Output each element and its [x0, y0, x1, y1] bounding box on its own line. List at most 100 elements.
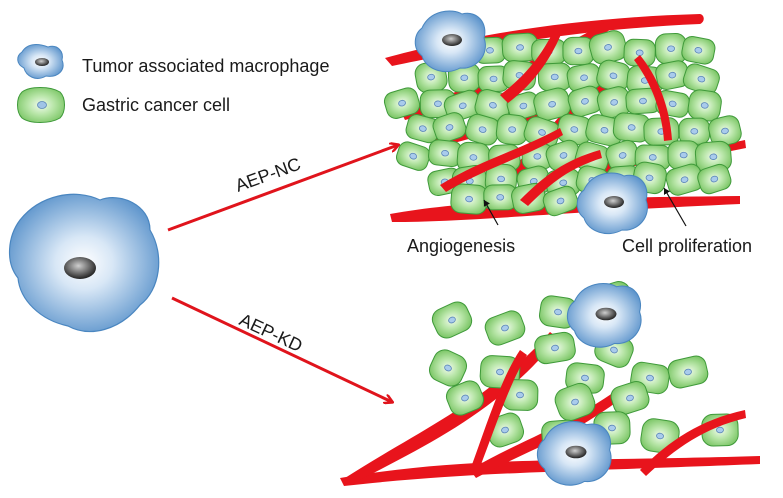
cancer-cell-nucleus: [533, 153, 542, 160]
cancer-cell-nucleus: [639, 97, 647, 105]
cancer-cell: [588, 30, 628, 65]
cancer-cell-nucleus: [581, 98, 589, 105]
cancer-cell-nucleus: [559, 179, 568, 186]
cancer-cell: [506, 91, 541, 121]
cancer-cell: [383, 87, 421, 119]
cancer-cell-nucleus: [610, 99, 618, 106]
cancer-cell: [610, 381, 650, 415]
cancer-cell: [432, 112, 467, 143]
cancer-cell: [431, 301, 473, 339]
cancer-cell: [708, 115, 742, 147]
legend-macrophage-icon: [17, 44, 64, 79]
upper-cancer-cell-cluster: [383, 30, 742, 217]
cancer-cell-nucleus: [434, 100, 442, 107]
cancer-cell-nucleus: [690, 128, 699, 135]
macrophage-nucleus: [604, 196, 624, 208]
tumor-macrophage: [414, 10, 486, 72]
cancer-cell-nucleus: [445, 124, 454, 131]
cancer-cell-nucleus: [496, 194, 505, 201]
legend-cancer-cell-icon: [17, 87, 65, 123]
legend-cancer-cell-label: Gastric cancer cell: [82, 95, 230, 115]
cancer-cell-nucleus: [444, 364, 452, 372]
cancer-cell-nucleus: [486, 47, 494, 54]
cancer-cell-nucleus: [469, 154, 478, 161]
cancer-cell-nucleus: [668, 100, 677, 108]
cancer-cell-nucleus: [680, 176, 689, 183]
cancer-cell: [556, 113, 593, 146]
cancer-cell: [623, 38, 656, 67]
arrow-aep-nc-label: AEP-NC: [233, 154, 304, 196]
cancer-cell: [428, 139, 463, 168]
cancer-cell-nucleus: [409, 152, 418, 160]
cancer-cell-nucleus: [554, 308, 562, 316]
cancer-cell: [534, 331, 576, 365]
cancer-cell-nucleus: [550, 73, 559, 81]
angiogenesis-label: Angiogenesis: [407, 236, 515, 256]
cancer-cell-nucleus: [559, 152, 568, 159]
cell-proliferation-pointer: [663, 187, 687, 227]
cell-proliferation-label: Cell proliferation: [622, 236, 752, 256]
cancer-cell-nucleus: [697, 75, 706, 83]
cancer-cell-nucleus: [667, 45, 675, 52]
cancer-cell-nucleus: [610, 346, 618, 354]
cancer-cell: [562, 36, 595, 66]
cancer-cell: [665, 163, 704, 196]
cancer-cell-nucleus: [496, 368, 504, 376]
cancer-cell-nucleus: [489, 101, 497, 109]
cancer-cell-nucleus: [448, 316, 456, 324]
cancer-cell-nucleus: [441, 150, 449, 157]
macrophage-nucleus: [565, 445, 587, 459]
cancer-cell-nucleus: [648, 154, 657, 161]
cancer-cell-nucleus: [497, 175, 506, 183]
cancer-cell-nucleus: [608, 424, 616, 432]
cancer-cell-nucleus: [519, 102, 528, 110]
cancer-cell-nucleus: [609, 72, 618, 80]
cancer-cell-nucleus: [538, 129, 546, 136]
cancer-cell-nucleus: [626, 394, 634, 402]
cancer-cell-nucleus: [551, 344, 559, 352]
cancer-cell: [567, 85, 603, 118]
cancer-cell-nucleus: [710, 175, 719, 183]
arrow-aep-kd: [171, 296, 392, 402]
cancer-cell: [667, 355, 709, 389]
cancer-cell: [428, 349, 468, 387]
cancer-cell: [405, 114, 441, 144]
cancer-cell-nucleus: [501, 426, 509, 434]
cancer-cell-nucleus: [604, 44, 612, 51]
cancer-cell-nucleus: [627, 124, 636, 131]
cancer-cell-nucleus: [556, 197, 565, 205]
cancer-cell-nucleus: [516, 44, 524, 51]
cancer-cell: [687, 89, 722, 122]
cancer-cell-nucleus: [460, 74, 469, 82]
cancer-cell-nucleus: [508, 126, 517, 133]
cancer-cell: [484, 310, 526, 346]
cancer-cell-nucleus: [458, 102, 467, 110]
macrophage-nucleus: [595, 307, 617, 321]
cancer-cell-nucleus: [398, 99, 406, 107]
legend: Tumor associated macrophage Gastric canc…: [17, 44, 329, 123]
tumor-macrophage: [566, 283, 642, 348]
source-macrophage-nucleus: [64, 257, 96, 279]
legend-macrophage-label: Tumor associated macrophage: [82, 56, 329, 76]
cancer-cell-nucleus: [694, 47, 703, 54]
cancer-cell-nucleus: [489, 75, 498, 83]
cancer-cell-nucleus: [580, 74, 588, 81]
cancer-cell: [495, 113, 529, 146]
cancer-cell-nucleus: [418, 125, 427, 132]
cancer-cell: [450, 183, 488, 215]
cancer-cell-nucleus: [581, 374, 589, 382]
cancer-cell: [542, 185, 579, 217]
macrophage-nucleus: [442, 34, 462, 46]
cancer-cell-nucleus: [618, 152, 627, 159]
cancer-cell: [533, 87, 571, 121]
cancer-cell-nucleus: [684, 368, 692, 376]
cancer-cell-nucleus: [571, 398, 579, 406]
cancer-cell: [697, 163, 732, 195]
cancer-cell: [681, 36, 716, 65]
cancer-cell-nucleus: [679, 151, 688, 159]
cancer-cell-nucleus: [574, 47, 583, 55]
cancer-cell-nucleus: [656, 432, 664, 440]
cancer-cell-nucleus: [465, 195, 474, 203]
arrow-aep-nc: [167, 145, 398, 232]
